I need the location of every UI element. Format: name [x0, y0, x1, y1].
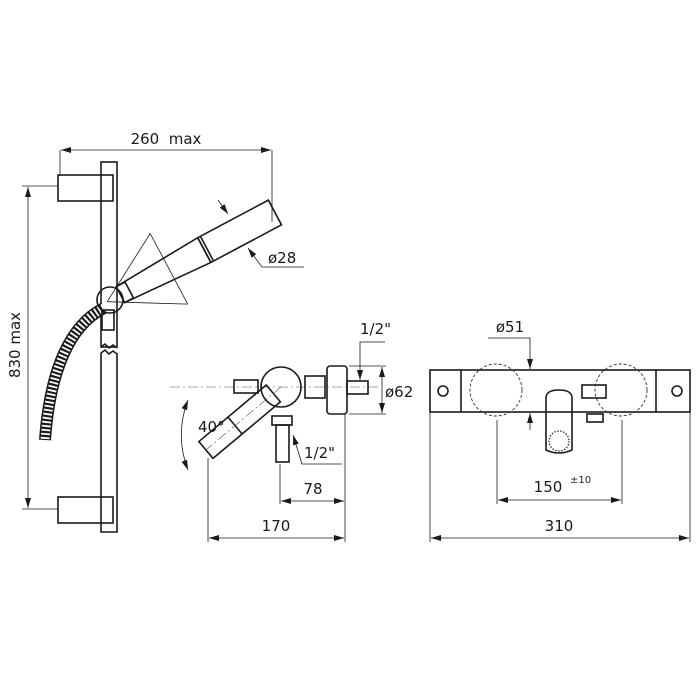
fixing-hole-left [437, 385, 449, 397]
shower-rail-view: 260 max 830 max ø28 [6, 130, 304, 533]
leader-line [247, 247, 304, 268]
wall-bracket-bottom [57, 496, 114, 524]
dim-handset-diameter: ø28 [268, 249, 296, 267]
swivel-range-line [149, 233, 189, 305]
hand-shower [106, 199, 283, 305]
outlet-nut [271, 415, 293, 426]
hand-shower-head [196, 199, 283, 264]
wall-bracket-top [57, 174, 114, 202]
spout [545, 389, 573, 454]
mixer-bar [429, 369, 691, 413]
dim-inlet-thread: 1/2" [360, 320, 391, 338]
dim-knob-diameter: ø51 [496, 318, 524, 336]
knob-right [594, 363, 648, 417]
mixer-body [260, 366, 302, 408]
dim-flange-diameter: ø62 [385, 383, 413, 401]
dim-outlet-offset: 78 [303, 480, 322, 498]
swivel-range-line [106, 233, 151, 302]
leader-line [357, 341, 385, 380]
fixing-hole-right [671, 385, 683, 397]
swivel-range-line [107, 301, 188, 305]
angle-arc [181, 399, 189, 471]
lever-stub [233, 379, 259, 394]
knob-left [469, 363, 523, 417]
hand-shower-joint [199, 235, 215, 262]
dim-shower-width: 260 max [131, 130, 202, 148]
leader-line [217, 199, 229, 215]
mixer-front-view: ø51 150 ±10 310 [429, 318, 691, 542]
holder-stem [101, 309, 115, 331]
dim-shower-height: 830 max [6, 312, 24, 378]
dim-overall-width: 310 [545, 517, 574, 535]
dim-centers: 150 [534, 478, 563, 496]
mixer-side-view: 1/2" ø62 1/2" 40° 78 170 [170, 320, 413, 542]
leader-line [488, 337, 533, 369]
wall-flange [326, 365, 348, 415]
hand-shower-handle [115, 236, 212, 304]
inlet-pipe [346, 380, 369, 395]
aerator [548, 430, 570, 452]
slide-rail-lower [100, 353, 118, 533]
dim-spout-angle: 40° [198, 418, 225, 436]
diverter [586, 413, 604, 423]
leader-line [292, 434, 342, 465]
lever-button [581, 384, 607, 399]
hose-outlet [275, 424, 290, 463]
dim-projection: 170 [262, 517, 291, 535]
rail-break [100, 342, 118, 356]
shower-hose-ridges [40, 303, 107, 441]
dim-outlet-thread: 1/2" [304, 444, 335, 462]
dim-centers-tolerance: ±10 [570, 475, 591, 486]
union-nut [304, 375, 326, 399]
